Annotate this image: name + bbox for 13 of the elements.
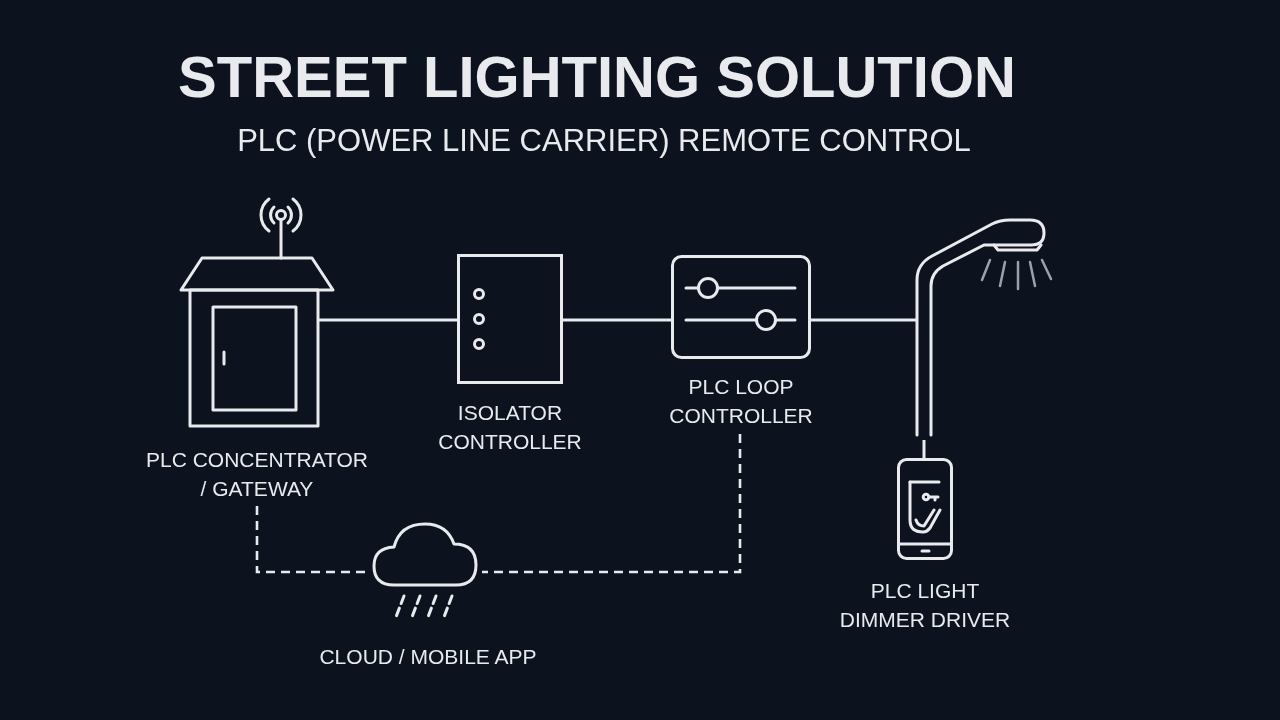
node-label: ISOLATOR CONTROLLER (437, 400, 583, 455)
node-label: PLC LIGHT DIMMER DRIVER (838, 578, 1012, 633)
connector-line (810, 318, 916, 322)
subtitle-text: PLC (POWER LINE CARRIER) REMOTE CONTROL (237, 125, 971, 156)
node-label: PLC LOOP CONTROLLER (668, 374, 814, 429)
node-label: PLC CONCENTRATOR / GATEWAY (144, 447, 370, 502)
dashed-connector-line (255, 506, 368, 574)
node-label: CLOUD / MOBILE APP (319, 644, 537, 670)
connector-line (563, 318, 672, 322)
dashed-connector-line (482, 434, 742, 574)
connector-line (318, 318, 458, 322)
diagram-title: STREET LIGHTING SOLUTION (178, 48, 1016, 106)
connector-line (922, 440, 926, 458)
